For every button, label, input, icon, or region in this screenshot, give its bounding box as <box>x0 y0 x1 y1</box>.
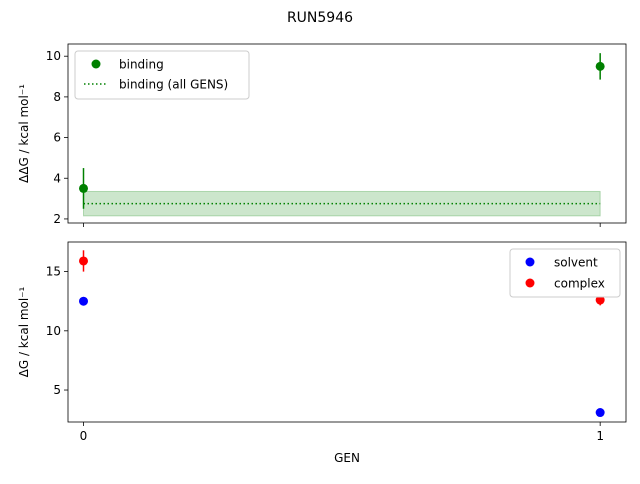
free-energy-legend: solvent complex <box>509 248 621 298</box>
binding-legend: binding binding (all GENS) <box>74 50 250 100</box>
solvent-point <box>595 408 605 418</box>
free-energy-panel: 5 10 15 0 1 ΔG / kcal mol⁻¹ GEN solvent com… <box>17 241 627 465</box>
legend-solvent-label: solvent <box>554 256 598 270</box>
y-tick-label: 2 <box>53 212 61 226</box>
binding-panel: 2 4 6 8 10 ΔΔG / kcal mol⁻¹ binding binding … <box>17 43 627 227</box>
y-tick-label: 4 <box>53 171 61 185</box>
legend-all-gens-label: binding (all GENS) <box>119 78 228 92</box>
y-tick-label: 10 <box>46 49 61 63</box>
legend-complex-marker <box>525 278 535 288</box>
x-tick-label: 1 <box>596 429 604 443</box>
free-energy-plot-area <box>67 241 627 423</box>
free-energy-y-axis-label: ΔG / kcal mol⁻¹ <box>17 286 31 377</box>
solvent-point <box>79 296 88 306</box>
y-tick-label: 8 <box>53 90 61 104</box>
y-tick-label: 10 <box>46 324 61 338</box>
complex-point <box>79 256 88 266</box>
binding-point <box>79 183 88 193</box>
binding-plot-area <box>67 43 627 224</box>
binding-y-axis-label: ΔΔG / kcal mol⁻¹ <box>17 84 31 183</box>
y-tick-label: 15 <box>46 265 61 279</box>
legend-complex-label: complex <box>554 277 605 291</box>
legend-binding-label: binding <box>119 58 164 72</box>
legend-binding-marker <box>91 59 101 69</box>
complex-point <box>595 295 605 305</box>
binding-point <box>595 61 605 71</box>
y-tick-label: 6 <box>53 131 61 145</box>
x-axis-label: GEN <box>334 451 360 465</box>
legend-solvent-marker <box>525 257 535 267</box>
x-tick-label: 0 <box>80 429 88 443</box>
figure-title: RUN5946 <box>287 10 353 26</box>
y-tick-label: 5 <box>53 383 61 397</box>
all-gens-uncertainty-band <box>83 190 601 217</box>
